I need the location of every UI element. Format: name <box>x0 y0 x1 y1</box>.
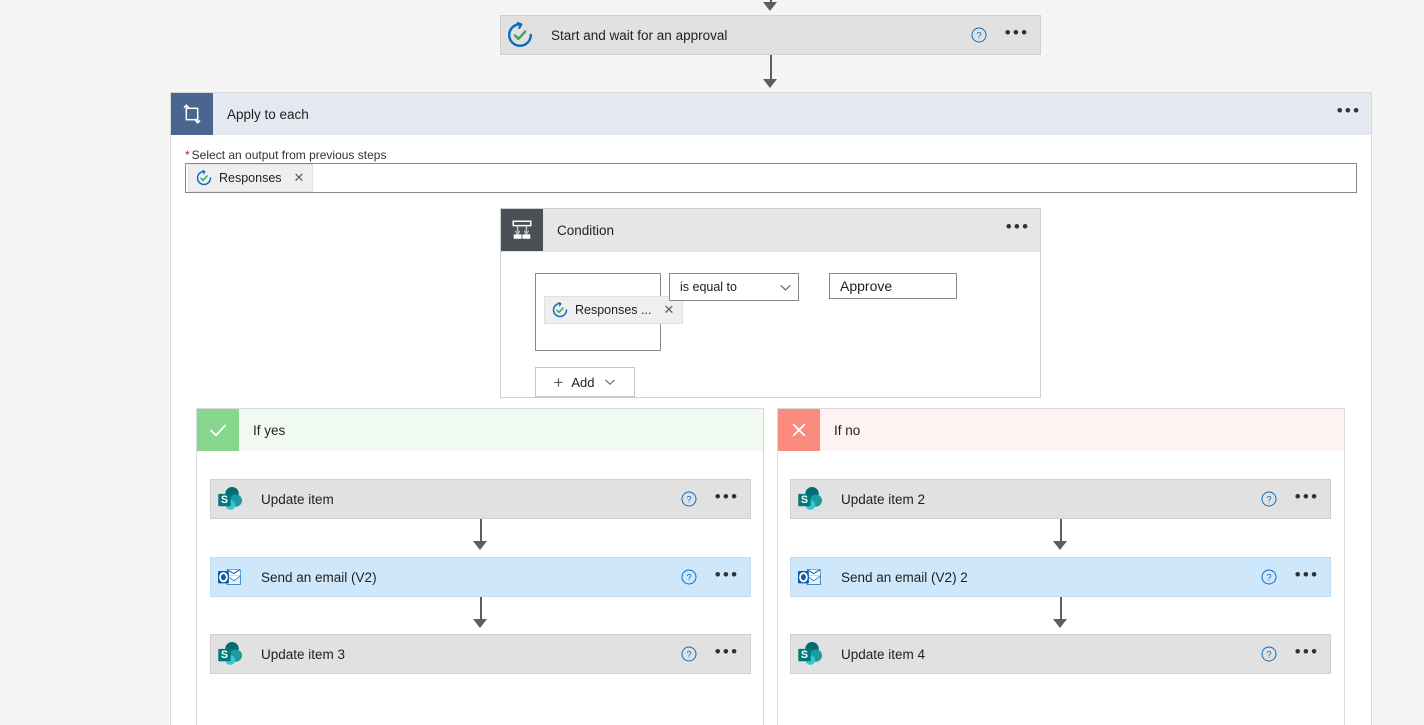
check-icon <box>197 409 239 451</box>
action-card-title: Send an email (V2) 2 <box>841 569 968 585</box>
outlook-icon <box>791 558 829 596</box>
connector-line-trigger-to-loop <box>770 55 772 81</box>
connector-line-yes-1 <box>480 519 482 545</box>
help-icon[interactable] <box>678 488 700 510</box>
sharepoint-icon <box>211 635 249 673</box>
action-card-send-an-email-v2[interactable]: Send an email (V2) ••• <box>210 557 751 597</box>
condition-operator-value: is equal to <box>680 280 737 294</box>
more-options-icon[interactable]: ••• <box>1294 486 1320 506</box>
connector-line-yes-2 <box>480 597 482 623</box>
action-card-send-an-email-v2-2[interactable]: Send an email (V2) 2 ••• <box>790 557 1331 597</box>
branch-if-yes-header: If yes <box>197 409 763 451</box>
required-marker: * <box>185 148 190 162</box>
action-card-update-item-4[interactable]: Update item 4 ••• <box>790 634 1331 674</box>
connector-arrow-no-2 <box>1053 619 1067 628</box>
help-icon[interactable] <box>678 643 700 665</box>
action-card-title: Update item 2 <box>841 491 926 507</box>
condition-title: Condition <box>557 222 615 238</box>
help-icon[interactable] <box>1258 643 1280 665</box>
action-card-start-and-wait-for-an-approval[interactable]: Start and wait for an approval ••• <box>500 15 1041 55</box>
chevron-down-icon[interactable] <box>603 375 617 389</box>
more-options-icon[interactable]: ••• <box>714 641 740 661</box>
branch-if-no-header: If no <box>778 409 1344 451</box>
branch-if-yes-label: If yes <box>253 422 286 438</box>
close-icon[interactable]: ✕ <box>663 302 675 317</box>
plus-icon: + <box>553 372 564 392</box>
more-options-icon[interactable]: ••• <box>714 486 740 506</box>
more-options-icon[interactable]: ••• <box>1005 217 1031 236</box>
more-options-icon[interactable]: ••• <box>1294 564 1320 584</box>
action-card-title: Start and wait for an approval <box>551 27 728 43</box>
condition-header[interactable]: Condition ••• <box>501 209 1040 252</box>
action-card-update-item-3[interactable]: Update item 3 ••• <box>210 634 751 674</box>
chevron-down-icon[interactable] <box>772 280 798 295</box>
action-card-title: Update item <box>261 491 334 507</box>
apply-to-each-field-label: *Select an output from previous steps <box>185 148 386 162</box>
help-icon[interactable] <box>678 566 700 588</box>
action-card-title: Update item 3 <box>261 646 346 662</box>
approval-icon <box>195 169 213 187</box>
branch-if-no-label: If no <box>834 422 861 438</box>
approval-icon <box>501 16 539 54</box>
token-responses-condition[interactable]: Responses ... ✕ <box>544 296 684 324</box>
more-options-icon[interactable]: ••• <box>1294 641 1320 661</box>
action-card-title: Send an email (V2) <box>261 569 377 585</box>
add-condition-label: Add <box>571 374 595 390</box>
condition-value-input[interactable]: Approve <box>829 273 957 299</box>
more-options-icon[interactable]: ••• <box>1336 101 1362 120</box>
condition-value-text: Approve <box>840 278 893 294</box>
apply-to-each-field-label-text: Select an output from previous steps <box>191 148 387 162</box>
sharepoint-icon <box>791 635 829 673</box>
connector-line-no-2 <box>1060 597 1062 623</box>
help-icon[interactable] <box>968 24 990 46</box>
add-condition-button[interactable]: + Add <box>535 367 635 397</box>
action-card-update-item[interactable]: Update item ••• <box>210 479 751 519</box>
help-icon[interactable] <box>1258 488 1280 510</box>
apply-to-each-header[interactable]: Apply to each ••• <box>171 93 1371 135</box>
connector-arrow-trigger-to-loop <box>763 79 777 88</box>
condition-icon <box>501 209 543 251</box>
condition-operator-select[interactable]: is equal to <box>669 273 799 301</box>
condition-card: Condition ••• Responses ... ✕ is equal t… <box>500 208 1041 398</box>
token-label: Responses ... <box>575 303 652 317</box>
close-icon <box>778 409 820 451</box>
outlook-icon <box>211 558 249 596</box>
apply-to-each-input[interactable]: Responses ✕ <box>185 163 1357 193</box>
condition-operand-field[interactable]: Responses ... ✕ <box>535 273 684 351</box>
connector-line-no-1 <box>1060 519 1062 545</box>
action-card-update-item-2[interactable]: Update item 2 ••• <box>790 479 1331 519</box>
help-icon[interactable] <box>1258 566 1280 588</box>
sharepoint-icon <box>791 480 829 518</box>
connector-arrow-no-1 <box>1053 541 1067 550</box>
token-label: Responses <box>219 171 282 185</box>
sharepoint-icon <box>211 480 249 518</box>
close-icon[interactable]: ✕ <box>293 170 305 185</box>
action-card-title: Update item 4 <box>841 646 926 662</box>
connector-arrow-into-trigger <box>763 2 777 11</box>
loop-icon <box>171 93 213 135</box>
token-responses[interactable]: Responses ✕ <box>188 164 314 192</box>
connector-arrow-yes-2 <box>473 619 487 628</box>
more-options-icon[interactable]: ••• <box>714 564 740 584</box>
approval-icon <box>551 301 569 319</box>
more-options-icon[interactable]: ••• <box>1004 22 1030 42</box>
connector-arrow-yes-1 <box>473 541 487 550</box>
apply-to-each-title: Apply to each <box>227 106 309 122</box>
